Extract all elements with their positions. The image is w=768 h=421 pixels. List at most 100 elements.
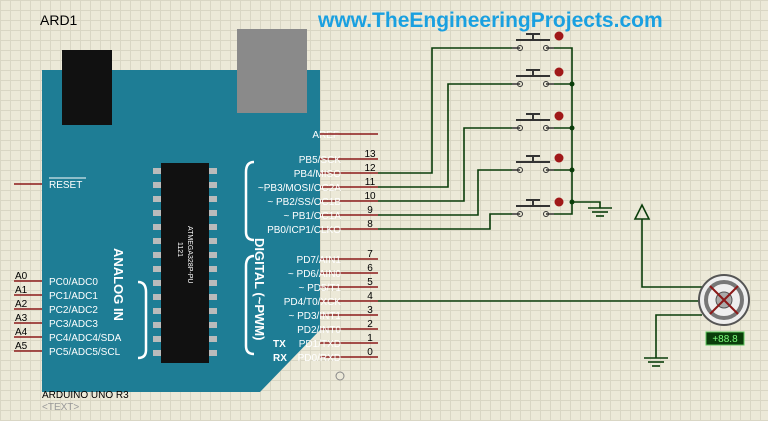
website-title[interactable]: www.TheEngineeringProjects.com	[317, 9, 663, 32]
digital-pin-number: 2	[367, 319, 373, 330]
chip-pin-left	[153, 322, 161, 328]
chip-pin-right	[209, 168, 217, 174]
wire-pin11	[378, 83, 512, 188]
motor-readout-box	[705, 331, 745, 346]
digital-pin-number: 3	[367, 305, 373, 316]
chip-pin-left	[153, 196, 161, 202]
digital-pin-number: 13	[364, 149, 376, 160]
digital-pin-name: PD2/INT0	[297, 325, 341, 336]
digital-pin-number: 12	[364, 163, 376, 174]
chip-pin-right	[209, 266, 217, 272]
chip-pin-right	[209, 280, 217, 286]
wire-pin10	[378, 127, 512, 202]
digital-pin-name: PD4/T0/XCK	[284, 297, 342, 308]
chip-pin-right	[209, 182, 217, 188]
power-jack	[62, 50, 112, 125]
digital-pin-name: ~ PD5/T1	[298, 283, 341, 294]
analog-pin-number: A4	[15, 327, 28, 338]
button-ground-symbol	[588, 207, 612, 217]
analog-pin-name: PC4/ADC4/SDA	[49, 333, 122, 344]
chip-pin-left	[153, 266, 161, 272]
analog-pin-name: PC1/ADC1	[49, 291, 98, 302]
digital-pin-number: 1	[367, 333, 373, 344]
chip-pin-right	[209, 210, 217, 216]
wire-pin12	[378, 47, 512, 174]
chip-pin-left	[153, 336, 161, 342]
power-arrow-symbol	[633, 203, 651, 220]
atmega-chip[interactable]	[153, 163, 217, 363]
reset-label: RESET	[49, 180, 82, 191]
chip-pin-left	[153, 350, 161, 356]
analog-in-label: ANALOG IN	[111, 248, 126, 321]
analog-pin-name: PC0/ADC0	[49, 277, 98, 288]
digital-pin-name: ~ PD3/INT1	[288, 311, 341, 322]
wire-motor-ground	[655, 314, 702, 358]
digital-bracket-top	[244, 160, 255, 242]
chip-pin-right	[209, 252, 217, 258]
button-state-indicator	[554, 153, 564, 163]
wire-pin9	[378, 169, 512, 216]
digital-pin-number: 6	[367, 263, 373, 274]
wire-to-ground	[572, 201, 601, 208]
digital-pin-number: 8	[367, 219, 373, 230]
chip-pin-right	[209, 308, 217, 314]
digital-pin-name: ~ PB2/SS/OC1B	[267, 197, 341, 208]
digital-bracket-bottom	[244, 254, 255, 356]
digital-pin-name: ~PB3/MOSI/OC2A	[258, 183, 341, 194]
chip-label-line2: ATMEGA328P-PU	[186, 226, 193, 283]
digital-pin-number: 4	[367, 291, 373, 302]
push-button[interactable]	[512, 153, 564, 173]
board-name: ARDUINO UNO R3	[42, 390, 129, 401]
chip-pin-right	[209, 238, 217, 244]
chip-pin-left	[153, 294, 161, 300]
chip-pin-left	[153, 224, 161, 230]
digital-pin-name: ~ PB1/OC1A	[283, 211, 341, 222]
digital-pin-number: 5	[367, 277, 373, 288]
digital-pin-number: 11	[365, 177, 376, 188]
digital-pin-name: PB4/MISO	[294, 169, 341, 180]
button-state-indicator	[554, 67, 564, 77]
digital-pwm-label: DIGITAL (~PWM)	[252, 238, 267, 340]
chip-pin-left	[153, 252, 161, 258]
analog-pin-name: PC5/ADC5/SCL	[49, 347, 121, 358]
push-button[interactable]	[512, 31, 564, 51]
digital-pin-name: PB0/ICP1/CLKO	[267, 225, 341, 236]
chip-pin-left	[153, 210, 161, 216]
motor-ground-symbol	[644, 357, 668, 367]
chip-pin-right	[209, 336, 217, 342]
analog-pin-number: A3	[15, 313, 28, 324]
usb-connector	[237, 29, 307, 113]
digital-pin-number: 9	[367, 205, 373, 216]
push-button[interactable]	[512, 197, 564, 217]
bus-junctions	[569, 81, 575, 205]
chip-pin-right	[209, 196, 217, 202]
aref-label: AREF	[312, 130, 339, 141]
mounting-hole	[335, 371, 345, 381]
chip-pin-left	[153, 238, 161, 244]
digital-pin-name: ~ PD6/AIN0	[288, 269, 342, 280]
chip-pin-left	[153, 168, 161, 174]
digital-pin-number: 0	[367, 347, 373, 358]
rx-label: RX	[273, 353, 287, 364]
digital-pin-name: PD7/AIN1	[297, 255, 342, 266]
push-button[interactable]	[512, 111, 564, 131]
servo-motor[interactable]	[698, 274, 750, 326]
analog-pin-number: A1	[15, 285, 28, 296]
tx-label: TX	[273, 339, 286, 350]
analog-pin-name: PC3/ADC3	[49, 319, 98, 330]
text-placeholder: <TEXT>	[42, 402, 79, 413]
analog-bracket	[137, 280, 148, 360]
button-state-indicator	[554, 111, 564, 121]
chip-pin-left	[153, 308, 161, 314]
push-button[interactable]	[512, 67, 564, 87]
wire-motor-power	[641, 219, 702, 288]
analog-pin-number: A0	[15, 271, 28, 282]
button-state-indicator	[554, 197, 564, 207]
analog-pin-number: A5	[15, 341, 28, 352]
digital-pin-name: PD1/TXD	[299, 339, 341, 350]
chip-pin-right	[209, 322, 217, 328]
button-common-bus	[554, 47, 573, 215]
chip-pin-right	[209, 294, 217, 300]
digital-pin-number: 7	[367, 249, 373, 260]
component-ref: ARD1	[40, 12, 78, 28]
